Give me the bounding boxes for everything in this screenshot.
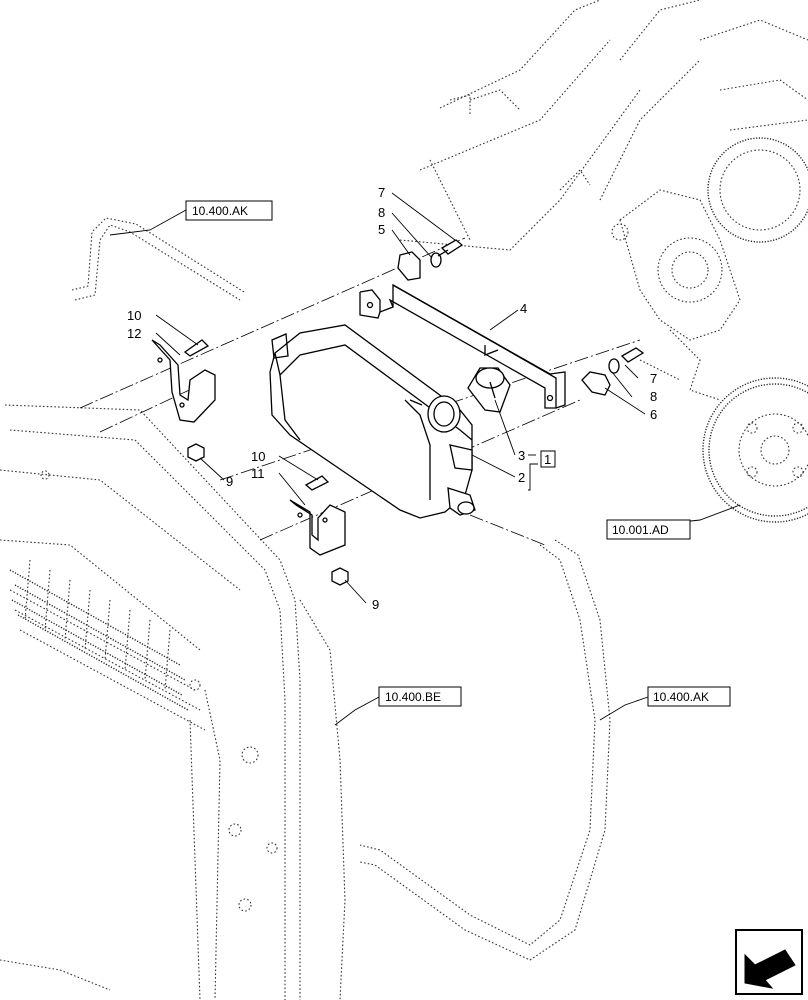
callout-10-lower: 10 [251,449,265,464]
crank-pulley [702,377,808,523]
callout-4: 4 [520,301,527,316]
lower-hose [359,539,611,961]
callout-5: 5 [378,222,385,237]
engine-fan-shroud [399,0,701,251]
engine-block [611,19,808,401]
upper-hose [71,217,245,301]
ref-10400ak-top-label: 10.400.AK [192,204,248,218]
callout-1-box [540,450,556,468]
ref-10400be[interactable]: 10.400.BE [378,686,462,707]
callout-2: 2 [518,470,525,485]
radiator-core-mesh [9,559,189,711]
filler-cap [467,367,511,413]
callout-9-lower: 9 [372,597,379,612]
ref-10400ak-top[interactable]: 10.400.AK [185,200,273,221]
expansion-tank [269,324,476,519]
callout-8-top: 8 [378,205,385,220]
callout-1: 1 [544,452,551,467]
leader-lines [109,192,741,726]
callout-11: 11 [251,466,265,481]
callout-7-right: 7 [650,371,657,386]
arrow-left-icon [744,949,796,989]
clamp-right [581,347,645,396]
nav-arrow-button[interactable] [735,929,803,995]
callout-8-right: 8 [650,389,657,404]
callouts: 7 8 5 4 7 8 6 3 2 1 10 12 9 10 11 9 [127,185,657,612]
callout-3: 3 [518,448,525,463]
callout-7-top: 7 [378,185,385,200]
callout-12: 12 [127,326,141,341]
support-bracket [359,283,566,409]
ref-10400be-label: 10.400.BE [385,690,441,704]
callout-6: 6 [650,407,657,422]
callout-10-upper: 10 [127,308,141,323]
bracket-11 [289,475,346,556]
callout-9-upper: 9 [226,474,233,489]
ref-10001ad[interactable]: 10.001.AD [606,519,691,540]
nuts [187,443,349,586]
ref-10400ak-bottom[interactable]: 10.400.AK [647,686,731,707]
bracket-12 [151,339,216,423]
radiator [0,404,346,1000]
ref-10001ad-label: 10.001.AD [612,523,669,537]
clamp-top [397,239,464,281]
ref-10400ak-bottom-label: 10.400.AK [653,690,709,704]
